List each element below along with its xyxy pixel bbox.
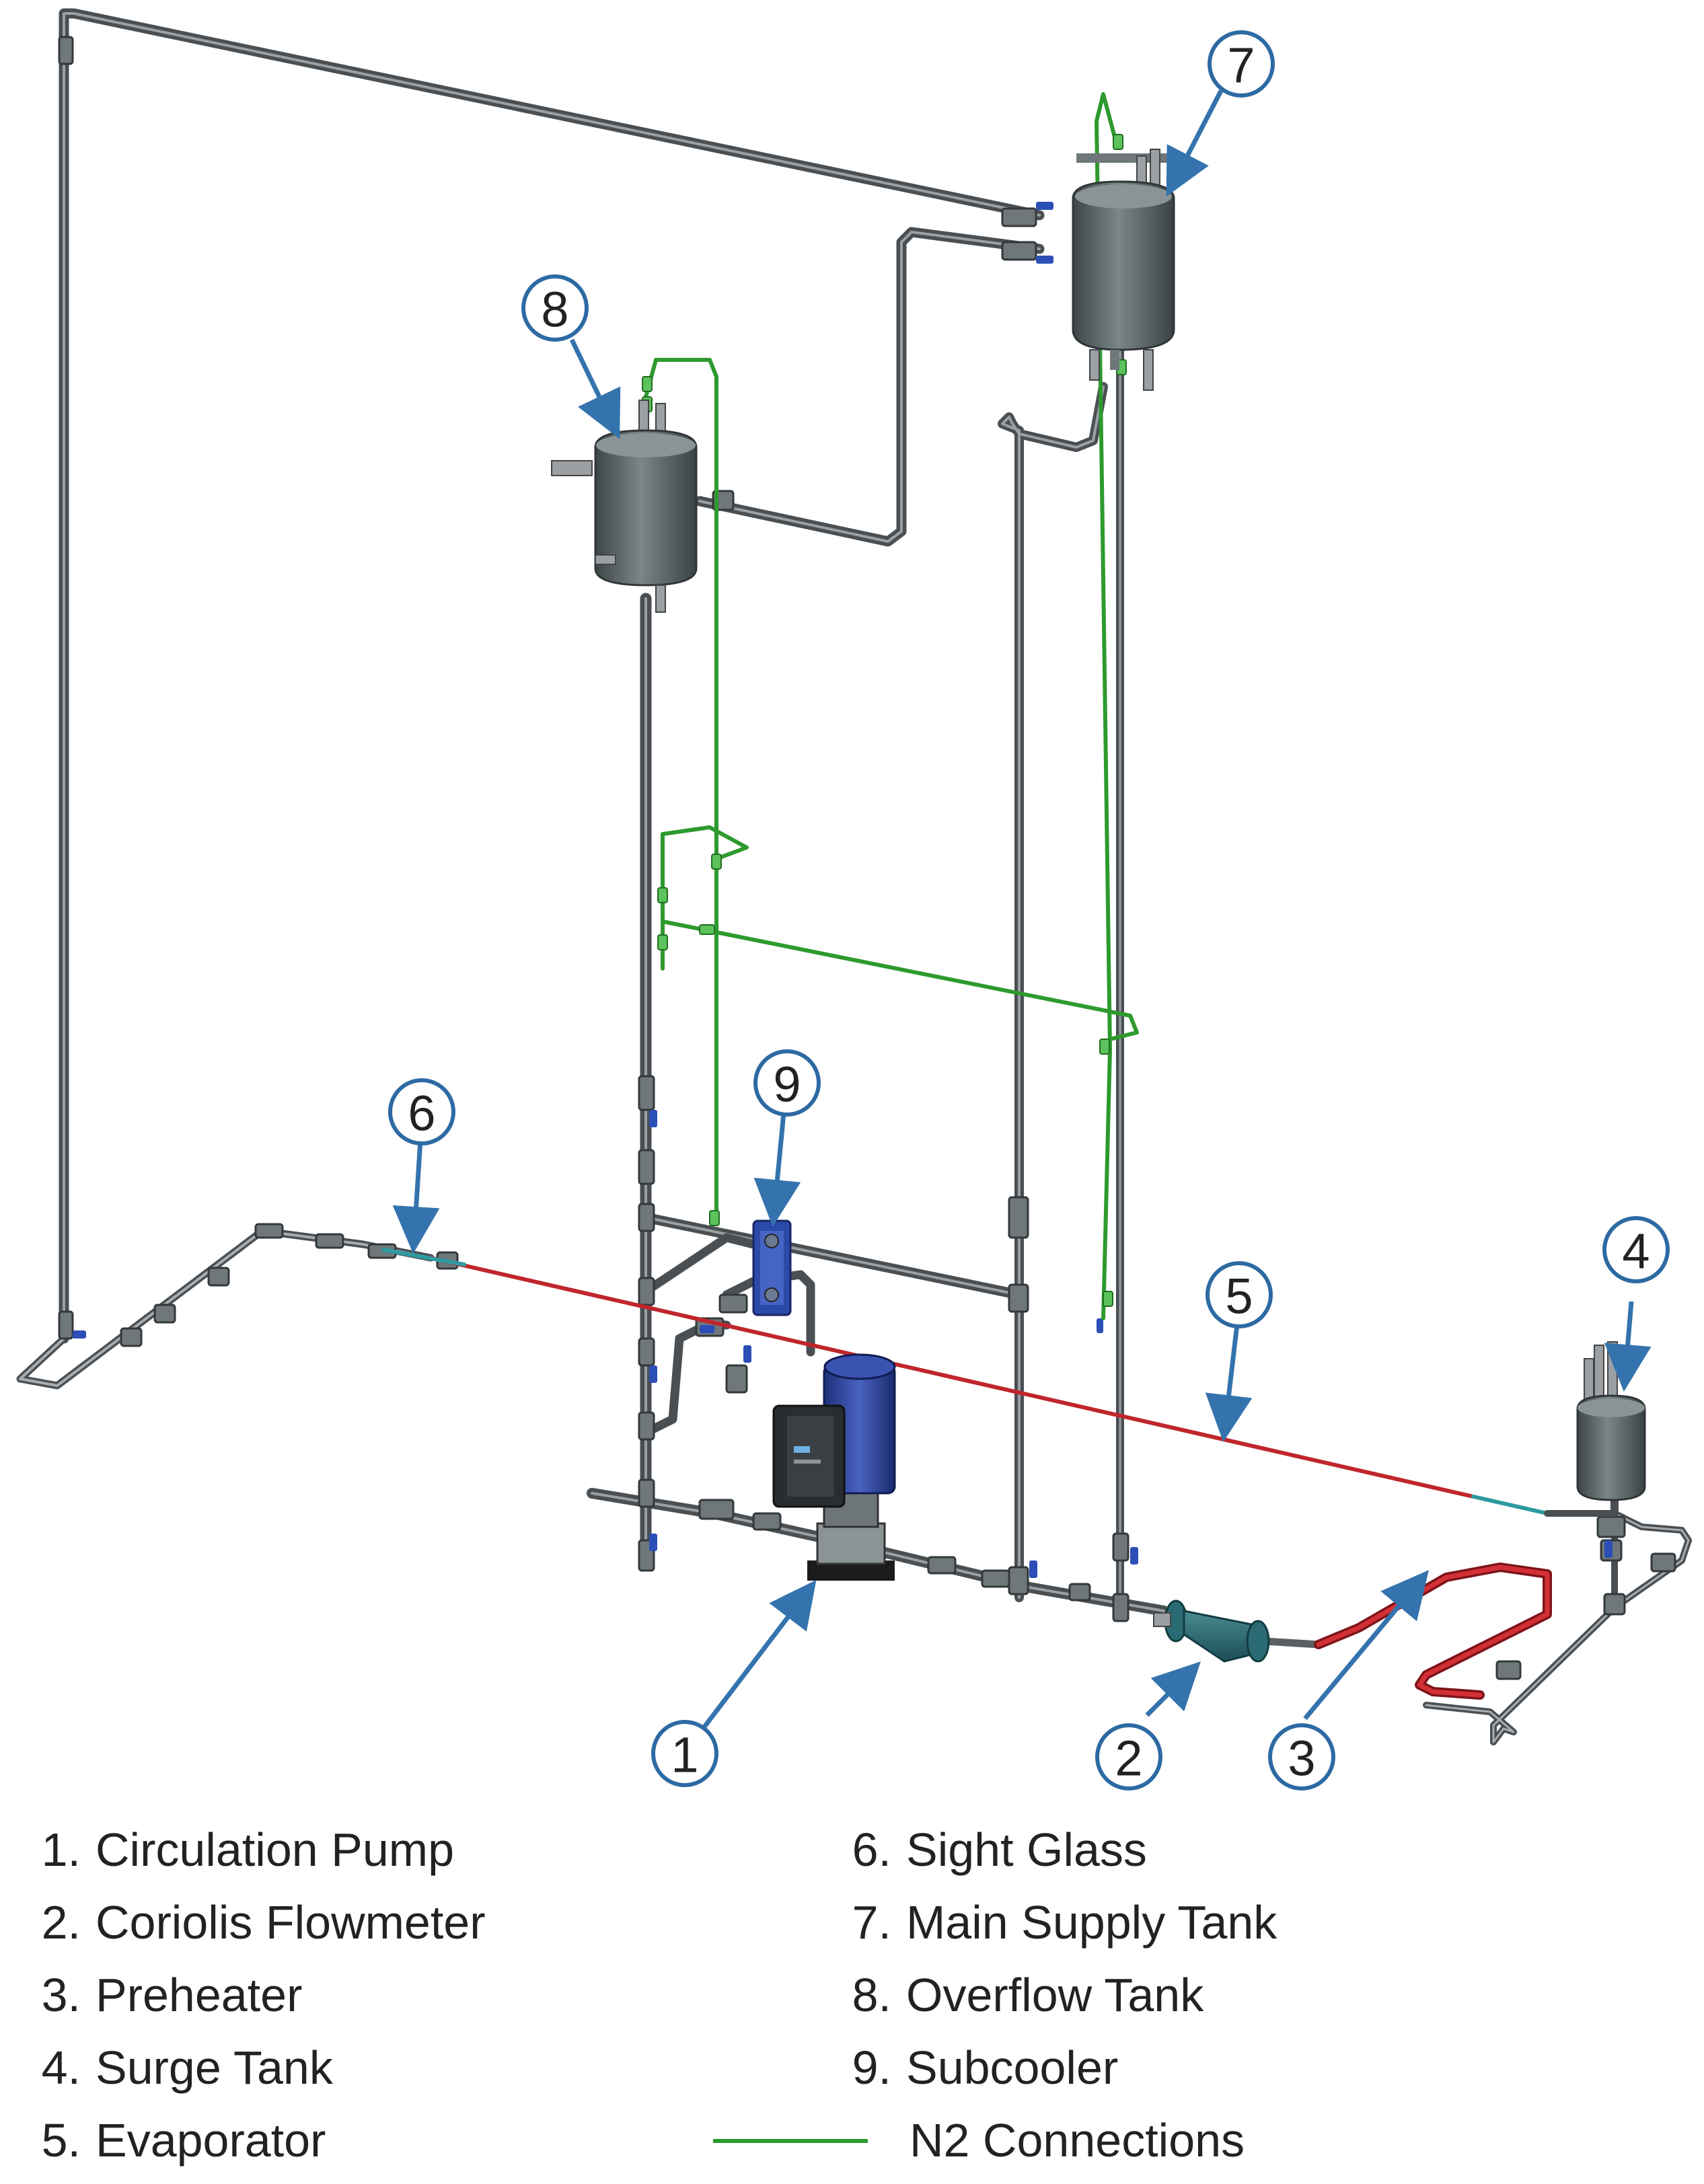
callout-9-number: 9 [773,1057,801,1113]
callout-1: 1 [651,1720,718,1787]
legend-item-number: 4. [41,2041,81,2094]
legend-item-number: 9. [852,2041,891,2094]
legend-item-label: Circulation Pump [96,1823,454,1876]
callout-7: 7 [1208,30,1275,98]
callout-8: 8 [521,274,589,342]
callout-8-number: 8 [541,282,568,338]
callout-6: 6 [388,1078,455,1145]
legend-item: 3. Preheater [13,1968,303,2022]
legend-item: 1. Circulation Pump [13,1823,454,1877]
valve-handles [73,202,1613,1578]
callout-5-number: 5 [1225,1269,1253,1324]
legend-item-label: Main Supply Tank [906,1896,1277,1949]
pipe-fittings [58,36,1676,1680]
legend-item: 4. Surge Tank [13,2041,333,2095]
legend-item-number: 1. [41,1823,81,1876]
callout-2-number: 2 [1115,1731,1142,1786]
n2-lines [644,92,1139,1320]
legend-item-number: 3. [41,1969,81,2021]
legend-item-label: Sight Glass [906,1823,1147,1876]
legend-item: 9. Subcooler [824,2041,1119,2095]
callout-6-number: 6 [408,1086,435,1141]
legend-item-label: Preheater [96,1969,303,2021]
callout-2: 2 [1095,1723,1162,1791]
n2-legend-label: N2 Connections [910,2114,1245,2167]
legend-item-number: 2. [41,1896,81,1949]
legend-item: 8. Overflow Tank [824,1968,1204,2022]
coriolis-flowmeter [1153,1599,1270,1663]
legend-item-number: 5. [41,2114,81,2167]
callout-5: 5 [1206,1261,1273,1328]
legend-item-label: Surge Tank [96,2041,333,2094]
legend-item-label: Overflow Tank [906,1969,1204,2021]
legend-item: 6. Sight Glass [824,1823,1147,1877]
main-supply-tank [1072,149,1175,391]
surge-tank [1576,1341,1646,1501]
callout-4-number: 4 [1622,1223,1650,1279]
legend-item-number: 7. [852,1896,891,1949]
callout-9: 9 [753,1049,821,1117]
callout-4: 4 [1602,1216,1670,1283]
legend-item: 7. Main Supply Tank [824,1895,1277,1949]
callout-1-number: 1 [671,1727,698,1783]
circulation-pump [772,1353,896,1581]
callout-7-number: 7 [1227,38,1255,93]
legend-item-label: Evaporator [96,2114,326,2167]
n2-legend-swatch [713,2139,868,2143]
callout-markers [392,89,1652,1731]
subcooler [752,1219,792,1316]
evaporator-line [381,1248,1618,1517]
overflow-tank [551,400,698,613]
legend-item-label: Subcooler [906,2041,1119,2094]
callout-3: 3 [1268,1723,1335,1791]
legend-item: 5. Evaporator [13,2113,326,2167]
legend-item-number: 6. [852,1823,891,1876]
legend-item: 2. Coriolis Flowmeter [13,1895,486,1949]
legend-item-number: 8. [852,1969,891,2021]
legend-item-label: Coriolis Flowmeter [96,1896,486,1949]
callout-3-number: 3 [1288,1731,1315,1786]
